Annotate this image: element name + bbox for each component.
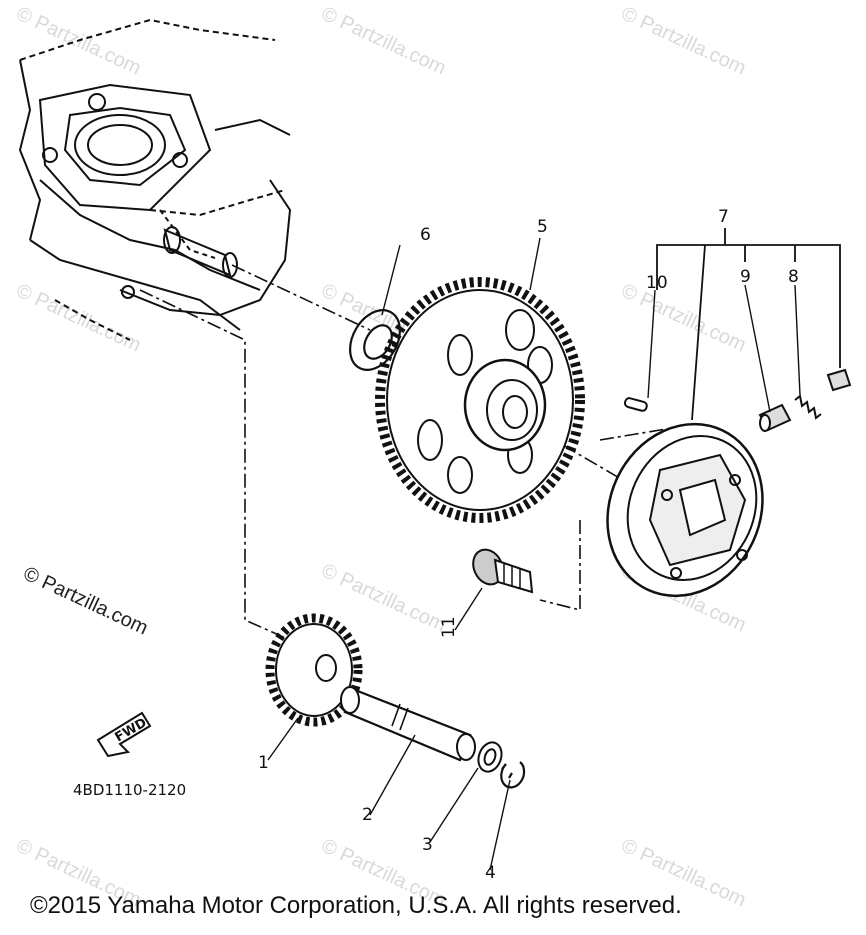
part-2-shaft — [340, 686, 476, 762]
side-watermark: © Partzilla.com — [20, 563, 151, 640]
callout-3: 3 — [422, 835, 433, 855]
callout-8: 8 — [788, 267, 799, 287]
part-10-pin — [623, 397, 648, 412]
part-4-circlip — [500, 761, 526, 789]
watermark: © Partzilla.com — [618, 3, 749, 80]
watermark: © Partzilla.com — [318, 3, 449, 80]
part-5-large-gear — [375, 277, 585, 523]
callout-7-bracket — [656, 228, 841, 421]
callout-9: 9 — [740, 267, 751, 287]
part-11-bolt — [472, 548, 534, 594]
copyright-notice: ©2015 Yamaha Motor Corporation, U.S.A. A… — [30, 892, 682, 919]
callout-6: 6 — [420, 225, 431, 245]
callout-leaders — [267, 237, 801, 871]
part-7-plunger — [826, 368, 852, 392]
part-1-small-gear — [265, 613, 363, 727]
callout-4: 4 — [485, 863, 496, 883]
callout-numbers: 1 2 3 4 5 6 7 8 9 10 11 — [258, 207, 799, 883]
engine-case — [18, 18, 292, 341]
part-8-spring — [794, 394, 822, 420]
part-7-clutch-assembly — [606, 422, 764, 598]
callout-2: 2 — [362, 805, 373, 825]
callout-11: 11 — [439, 616, 459, 638]
part-9-roller — [758, 403, 792, 432]
callout-1: 1 — [258, 753, 269, 773]
watermark: © Partzilla.com — [618, 280, 749, 357]
callout-5: 5 — [537, 217, 548, 237]
part-3-washer — [477, 741, 503, 773]
callout-10: 10 — [646, 273, 668, 293]
drawing-code: 4BD1110-2120 — [73, 781, 186, 799]
callout-7: 7 — [718, 207, 729, 227]
fwd-arrow: FWD — [96, 711, 152, 758]
